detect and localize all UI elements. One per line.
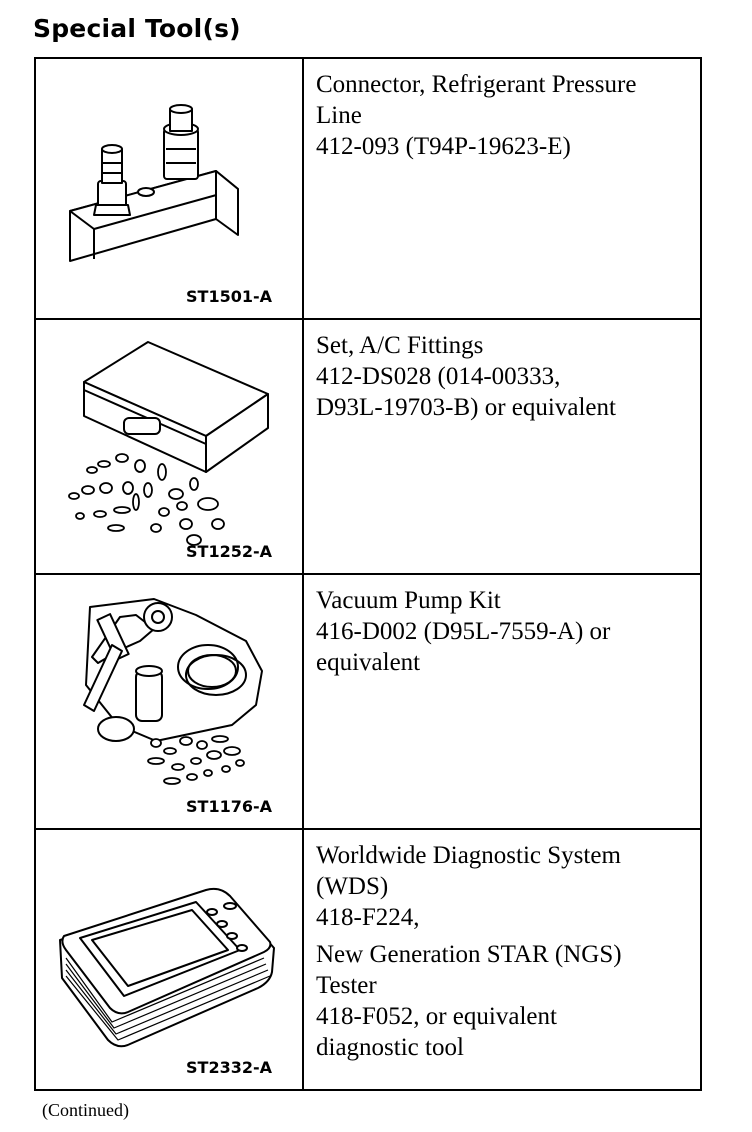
table-row: ST1252-A Set, A/C Fittings 412-DS028 (01… [36,318,700,573]
table-row: ST1501-A Connector, Refrigerant Pressure… [36,59,700,318]
tool-code: ST1252-A [186,542,272,561]
description-line: 418-F052, or equivalent [316,1003,557,1030]
description-line: equivalent [316,649,421,676]
tool-description: Worldwide Diagnostic System (WDS) 418-F2… [316,840,692,1063]
tool-image-cell: ST2332-A [36,830,304,1089]
description-line: Worldwide Diagnostic System [316,842,621,869]
tool-description: Vacuum Pump Kit 416-D002 (D95L-7559-A) o… [316,585,692,678]
description-line: 412-093 (T94P-19623-E) [316,133,571,160]
fittings-set-icon [68,341,269,546]
description-line: diagnostic tool [316,1034,464,1061]
tool-code: ST1501-A [186,287,272,306]
description-line: Tester [316,972,377,999]
pressure-line-connector-icon [69,104,239,262]
description-line: D93L-19703-B) or equivalent [316,394,616,421]
tool-image-cell: ST1252-A [36,320,304,573]
description-line: 418-F224, [316,904,420,931]
diagnostic-tester-icon [59,887,275,1048]
tool-description: Connector, Refrigerant Pressure Line 412… [316,69,692,162]
table-row: ST1176-A Vacuum Pump Kit 416-D002 (D95L-… [36,573,700,828]
table-row: ST2332-A Worldwide Diagnostic System (WD… [36,828,700,1089]
page-title: Special Tool(s) [33,14,241,43]
description-line: Set, A/C Fittings [316,332,484,359]
description-line: Connector, Refrigerant Pressure [316,71,637,98]
tool-code: ST1176-A [186,797,272,816]
special-tools-table: ST1501-A Connector, Refrigerant Pressure… [34,57,702,1091]
tool-code: ST2332-A [186,1058,272,1077]
description-line: 412-DS028 (014-00333, [316,363,561,390]
description-line: (WDS) [316,873,389,900]
description-line: 416-D002 (D95L-7559-A) or [316,618,611,645]
tool-image-cell: ST1501-A [36,59,304,318]
continued-note: (Continued) [42,1100,129,1120]
tool-description: Set, A/C Fittings 412-DS028 (014-00333, … [316,330,692,423]
description-line: New Generation STAR (NGS) [316,941,622,968]
description-line: Vacuum Pump Kit [316,587,501,614]
vacuum-pump-kit-icon [83,598,263,785]
description-line: Line [316,102,362,129]
tool-image-cell: ST1176-A [36,575,304,828]
